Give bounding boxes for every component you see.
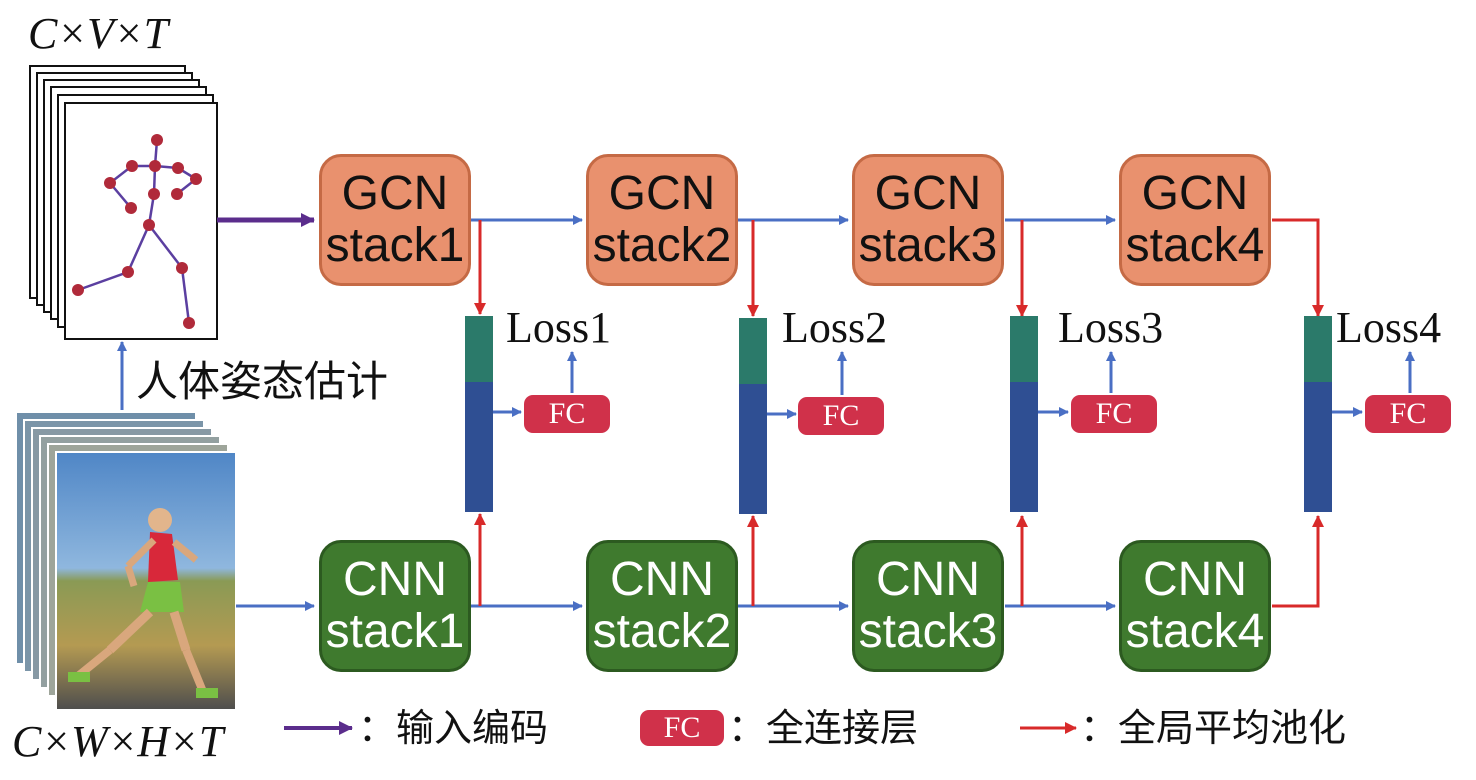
legend-input-encoding: ：输入编码 bbox=[358, 706, 549, 750]
gcn-stack-3: GCN stack3 bbox=[852, 154, 1004, 286]
fc-layer-1: FC bbox=[524, 395, 610, 433]
legend-fc-box: FC bbox=[640, 710, 724, 746]
feature-bar-1-rgb bbox=[465, 382, 493, 512]
loss-2-label: Loss2 bbox=[782, 303, 888, 352]
stack-label: stack2 bbox=[592, 605, 732, 658]
pose-estimation-label: 人体姿态估计 bbox=[136, 357, 389, 406]
cnn-stack-1: CNN stack1 bbox=[319, 540, 471, 672]
gcn-label: GCN bbox=[608, 167, 716, 220]
feature-to-fc-arrows bbox=[492, 407, 1363, 419]
gcn-label: GCN bbox=[341, 167, 449, 220]
runner-figure bbox=[68, 508, 218, 698]
legend-global-avg-pool: ：全局平均池化 bbox=[1080, 706, 1347, 750]
gcn-stack-1: GCN stack1 bbox=[319, 154, 471, 286]
stack-label: stack2 bbox=[592, 219, 732, 272]
cnn-stack-3: CNN stack3 bbox=[852, 540, 1004, 672]
gcn-stack-4: GCN stack4 bbox=[1119, 154, 1271, 286]
cnn-stack-2: CNN stack2 bbox=[586, 540, 738, 672]
skeleton-joints bbox=[72, 134, 202, 329]
fc-layer-3: FC bbox=[1071, 395, 1157, 433]
stack-label: stack4 bbox=[1125, 219, 1265, 272]
video-dims-label: C×W×H×T bbox=[12, 717, 224, 766]
feature-bar-4-skeleton bbox=[1304, 316, 1332, 382]
loss-4-label: Loss4 bbox=[1336, 303, 1442, 352]
gcn-stack-2: GCN stack2 bbox=[586, 154, 738, 286]
feature-bar-2-skeleton bbox=[739, 318, 767, 384]
legend-fully-connected: ：全连接层 bbox=[728, 706, 919, 750]
feature-bar-3-skeleton bbox=[1010, 316, 1038, 382]
feature-bar-1-skeleton bbox=[465, 316, 493, 382]
skeleton-dims-label: C×V×T bbox=[28, 9, 169, 58]
stack-label: stack1 bbox=[325, 219, 465, 272]
gap-arrows-bottom bbox=[474, 513, 1324, 608]
feature-bar-3-rgb bbox=[1010, 382, 1038, 512]
cnn-label: CNN bbox=[343, 553, 447, 606]
cnn-label: CNN bbox=[1143, 553, 1247, 606]
stack-label: stack4 bbox=[1125, 605, 1265, 658]
gcn-label: GCN bbox=[874, 167, 982, 220]
cnn-label: CNN bbox=[610, 553, 714, 606]
loss-3-label: Loss3 bbox=[1058, 303, 1164, 352]
feature-bar-4-rgb bbox=[1304, 382, 1332, 512]
fc-layer-2: FC bbox=[798, 397, 884, 435]
fc-to-loss-arrows bbox=[567, 351, 1415, 395]
stack-label: stack3 bbox=[858, 605, 998, 658]
gap-arrows-top bbox=[474, 218, 1324, 317]
stack-label: stack3 bbox=[858, 219, 998, 272]
skeleton-frame-stack bbox=[29, 65, 218, 340]
fc-layer-4: FC bbox=[1365, 395, 1451, 433]
loss-1-label: Loss1 bbox=[506, 303, 612, 352]
cnn-stack-4: CNN stack4 bbox=[1119, 540, 1271, 672]
video-frame-stack bbox=[15, 411, 237, 711]
feature-bar-2-rgb bbox=[739, 384, 767, 514]
stack-label: stack1 bbox=[325, 605, 465, 658]
cnn-label: CNN bbox=[876, 553, 980, 606]
gcn-label: GCN bbox=[1141, 167, 1249, 220]
